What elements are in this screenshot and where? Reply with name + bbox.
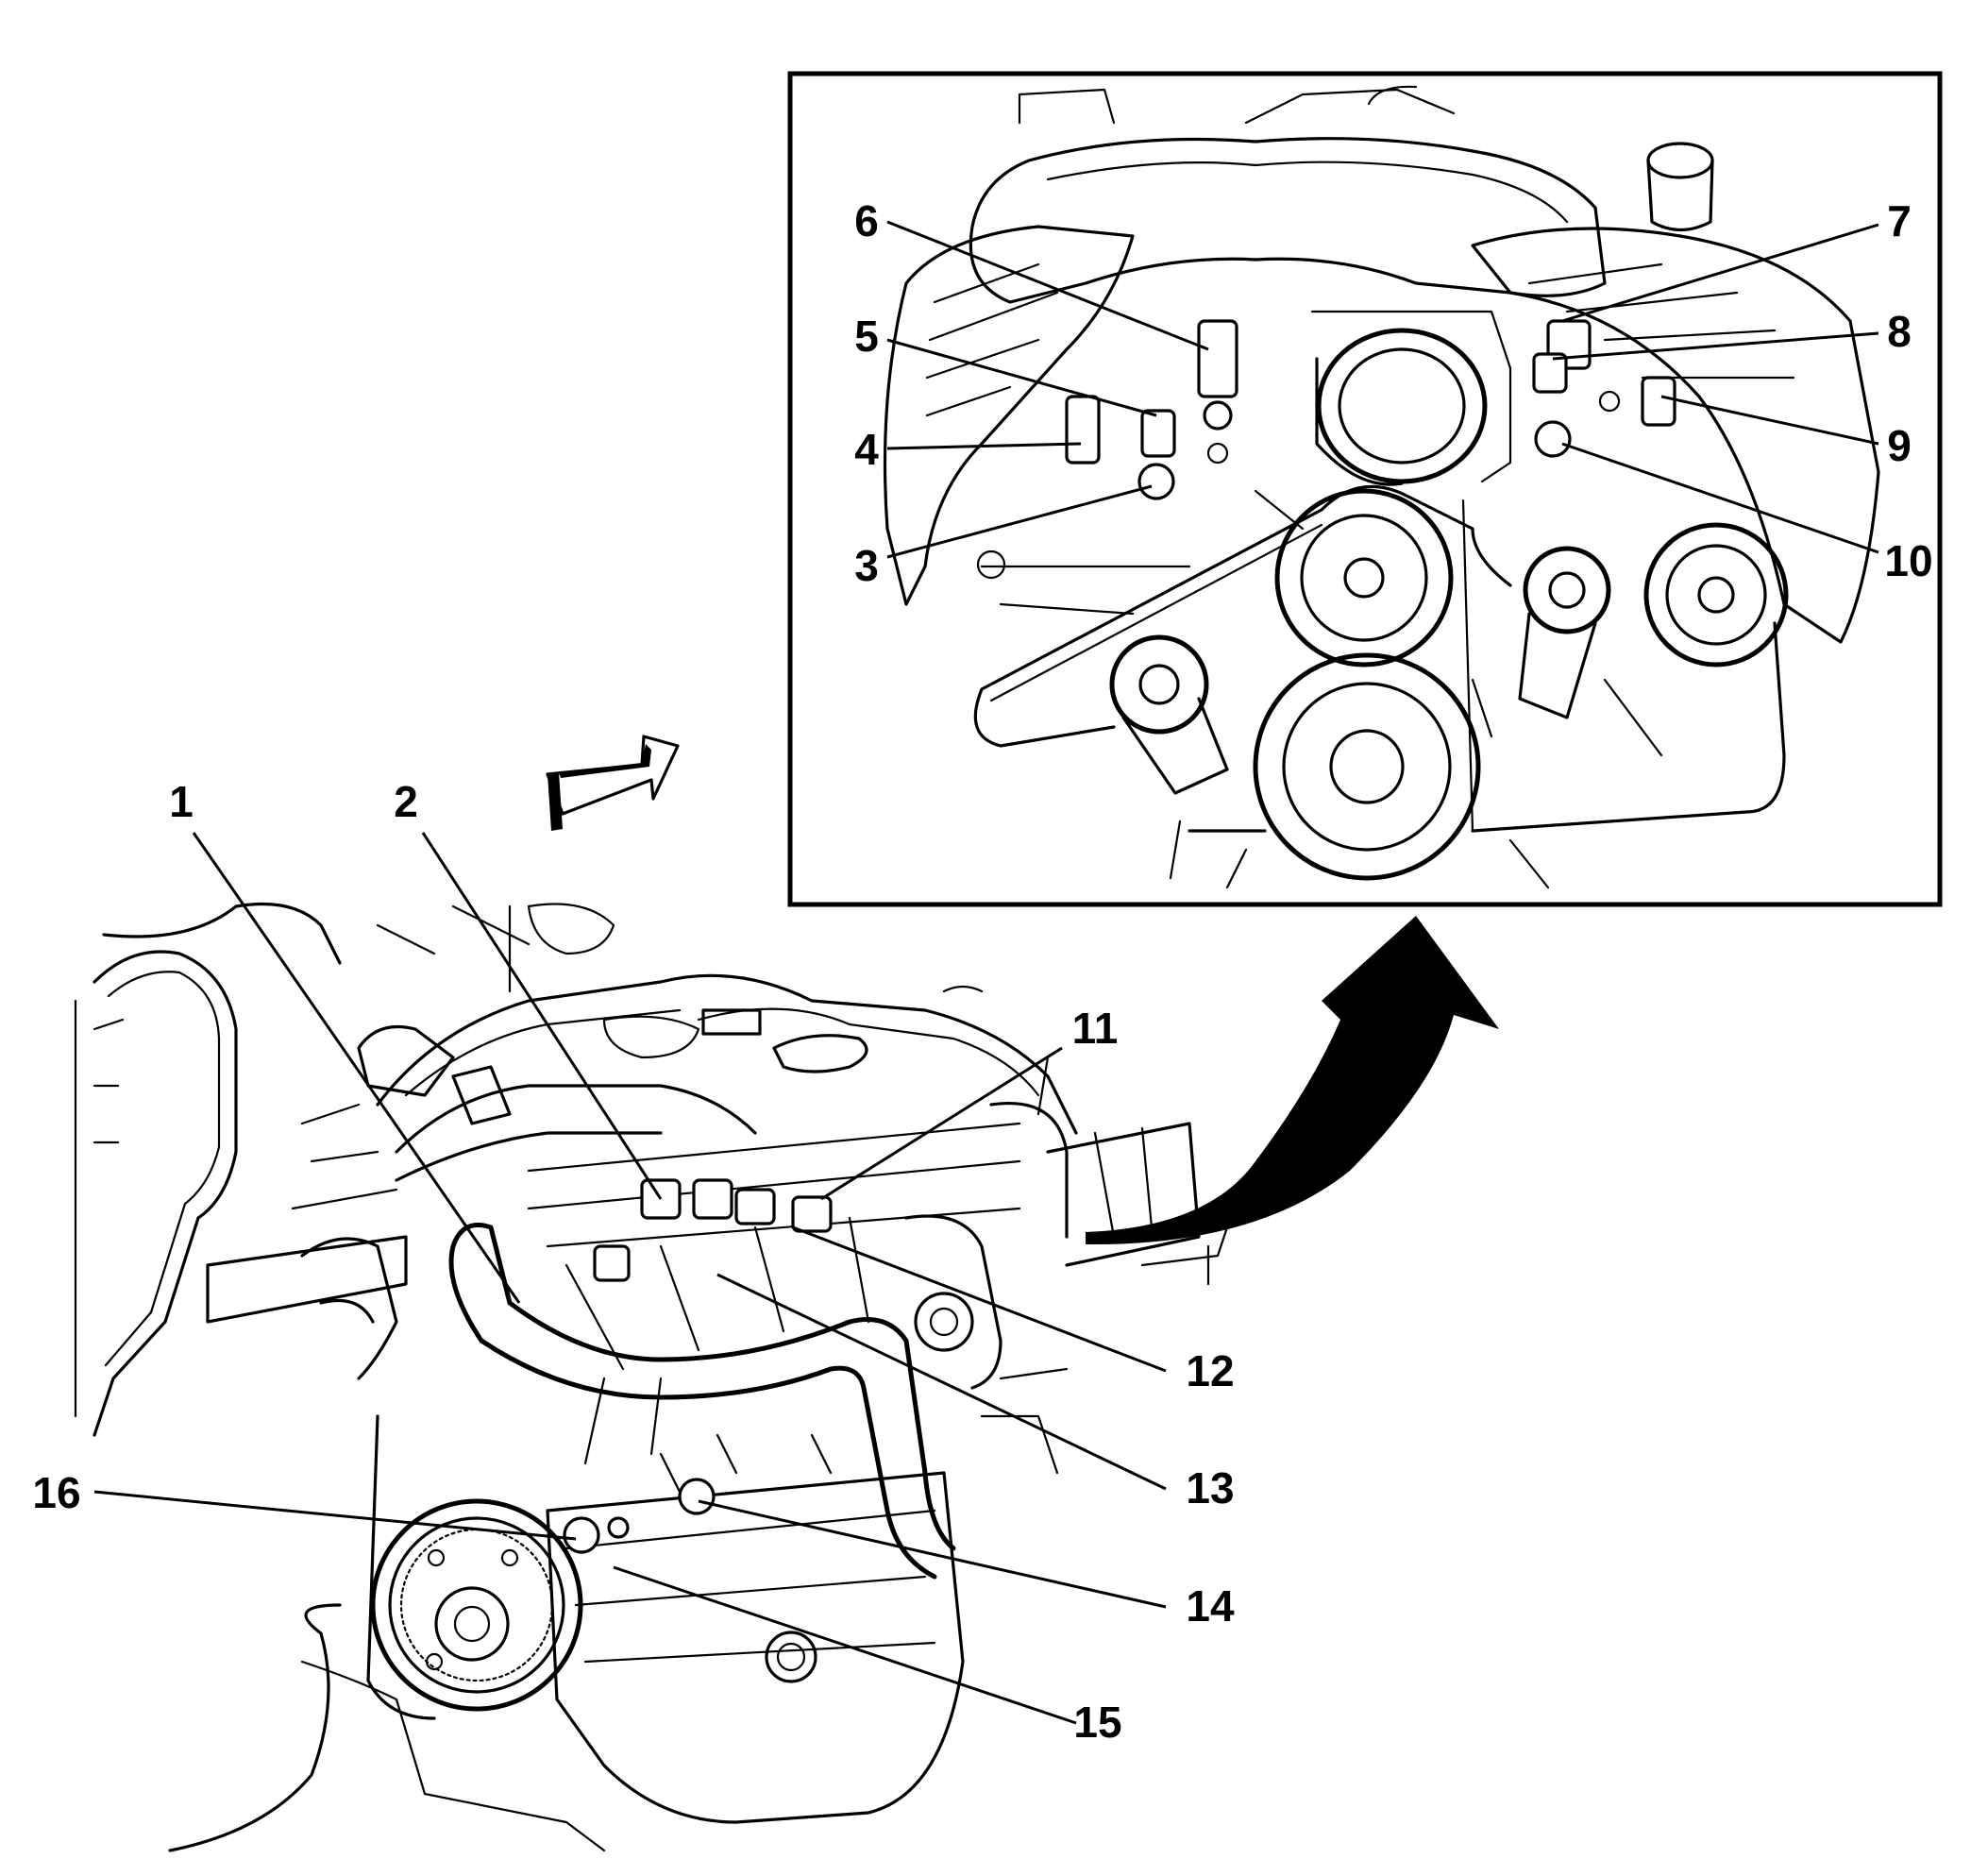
callout-3: 3 — [854, 541, 879, 590]
callout-7: 7 — [1887, 196, 1912, 245]
callout-10: 10 — [1884, 536, 1932, 585]
leader-11 — [820, 1046, 1063, 1201]
leader-13 — [716, 1273, 1167, 1491]
leader-5 — [886, 338, 1157, 417]
callout-1: 1 — [169, 777, 194, 826]
leader-7 — [1561, 223, 1879, 323]
callout-13: 13 — [1186, 1463, 1234, 1513]
callout-9: 9 — [1887, 421, 1912, 470]
callout-6: 6 — [854, 196, 879, 245]
front-direction-arrow-icon — [546, 735, 680, 831]
curved-detail-arrow-icon — [1086, 916, 1499, 1245]
callout-8: 8 — [1887, 307, 1912, 356]
callout-4: 4 — [854, 425, 879, 474]
callout-15: 15 — [1073, 1698, 1121, 1747]
callout-2: 2 — [394, 777, 418, 826]
engine-main-view — [74, 902, 1229, 1852]
leader-4 — [886, 442, 1082, 450]
leader-9 — [1660, 395, 1879, 446]
leader-6 — [886, 220, 1209, 351]
callout-12: 12 — [1186, 1346, 1234, 1395]
leader-14 — [698, 1499, 1167, 1609]
callout-5: 5 — [854, 312, 879, 361]
detail-inset — [787, 71, 1943, 907]
leader-10 — [1561, 442, 1879, 554]
main-leader-lines — [93, 832, 1167, 1725]
leader-8 — [1552, 331, 1879, 361]
callout-14: 14 — [1186, 1581, 1235, 1631]
callout-11: 11 — [1072, 1004, 1119, 1053]
leader-16 — [93, 1490, 577, 1541]
leader-2 — [421, 832, 663, 1200]
leader-15 — [613, 1565, 1077, 1725]
leader-1 — [192, 832, 521, 1304]
callout-labels: 1 2 3 4 5 6 7 8 9 10 11 12 13 14 15 16 — [32, 196, 1932, 1747]
inset-leader-lines — [886, 220, 1879, 559]
callout-16: 16 — [32, 1468, 80, 1517]
detail-inset-artwork — [883, 85, 1880, 889]
leader-3 — [886, 484, 1153, 559]
leader-12 — [792, 1225, 1167, 1373]
